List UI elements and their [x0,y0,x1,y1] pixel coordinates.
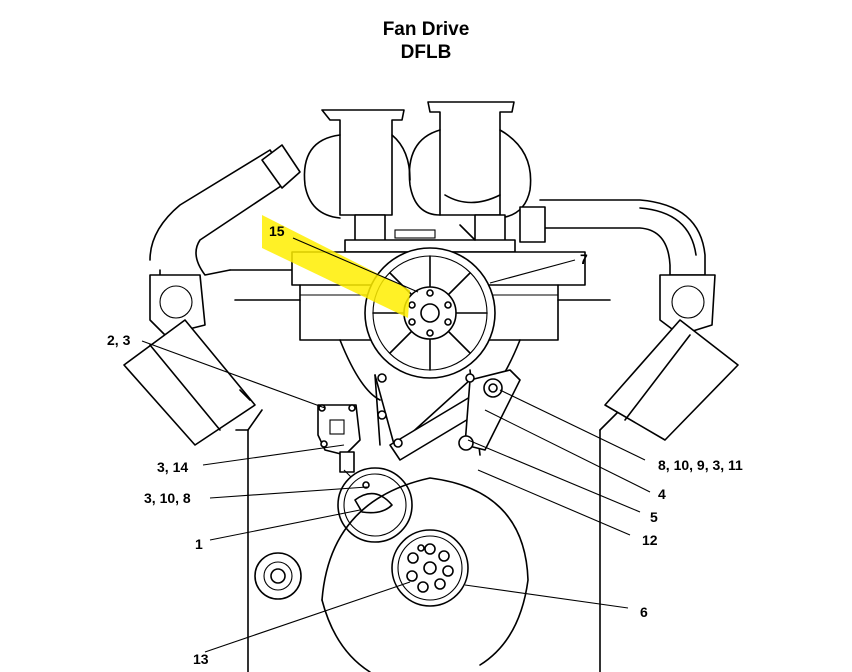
drain-plug [254,552,302,600]
left-exhaust-manifold [123,274,256,446]
callout-3-14: 3, 14 [157,459,188,475]
callout-1: 1 [195,536,203,552]
callout-4: 4 [658,486,666,502]
callout-leaders [141,237,651,653]
belt-tensioner [374,369,521,461]
callout-7: 7 [580,251,588,267]
callout-3-10-8: 3, 10, 8 [144,490,191,506]
turbocharger-assembly [261,101,546,253]
right-exhaust-manifold [604,274,739,441]
callout-labels: 15 7 2, 3 8, 10, 9, 3, 11 3, 14 4 3, 10,… [107,223,743,667]
callout-6: 6 [640,604,648,620]
sensor-bracket [317,404,361,479]
diagram-title: Fan Drive [382,19,470,40]
callout-8-10-9-3-11: 8, 10, 9, 3, 11 [658,457,743,473]
idler-pulley [337,467,413,543]
callout-12: 12 [642,532,658,548]
callout-15: 15 [269,223,285,239]
crankshaft-damper [321,477,529,672]
fan-hub-pulley [364,247,496,379]
diagram-subtitle: DFLB [400,42,452,63]
callout-13: 13 [193,651,209,667]
callout-5: 5 [650,509,658,525]
callout-2-3: 2, 3 [107,332,131,348]
